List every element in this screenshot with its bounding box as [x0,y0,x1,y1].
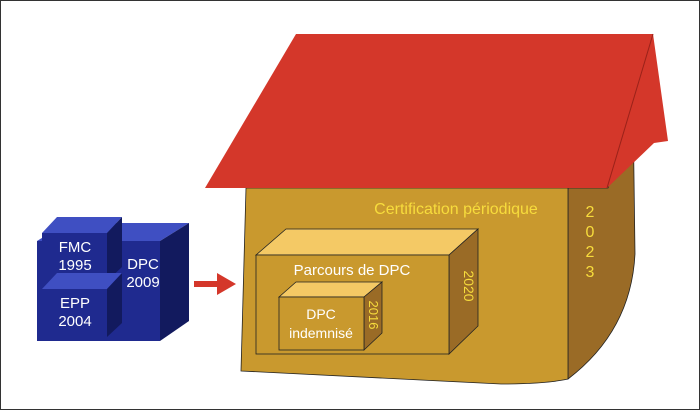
indemnise-box-front [278,296,365,351]
parcours-label: Parcours de DPC [294,262,411,279]
certification-year-digit: 3 [586,264,595,281]
indemnise-box: DPC indemnisé 2016 [277,281,384,351]
epp-cube-top [42,273,122,289]
epp-year: 2004 [58,313,91,330]
certification-year-digit: 0 [586,224,595,241]
epp-name: EPP [60,295,90,312]
certification-label: Certification périodique [374,201,538,218]
epp-cube-side [107,273,122,337]
dpc-name: DPC [127,256,159,273]
right-arrow-icon [194,273,236,295]
certification-year-digit: 2 [586,204,595,221]
fmc-cube-side [107,217,122,281]
blue-stack: FMC 1995 EPP 2004 DPC 2009 [37,217,189,341]
fmc-name: FMC [59,239,92,256]
certification-year-digit: 2 [586,244,595,261]
parcours-year: 2020 [461,270,477,301]
parcours-box-top [254,228,480,256]
epp-cube-front [42,289,107,337]
roof-front [205,34,653,188]
dpc-year: 2009 [126,274,159,291]
roof-side [607,34,668,188]
dpc-cube-side [160,223,189,341]
fmc-year: 1995 [58,257,91,274]
fmc-cube-top [42,217,122,233]
indemnise-line1: DPC [306,306,336,322]
indemnise-year: 2016 [366,301,381,330]
indemnise-line2: indemnisé [289,325,353,341]
